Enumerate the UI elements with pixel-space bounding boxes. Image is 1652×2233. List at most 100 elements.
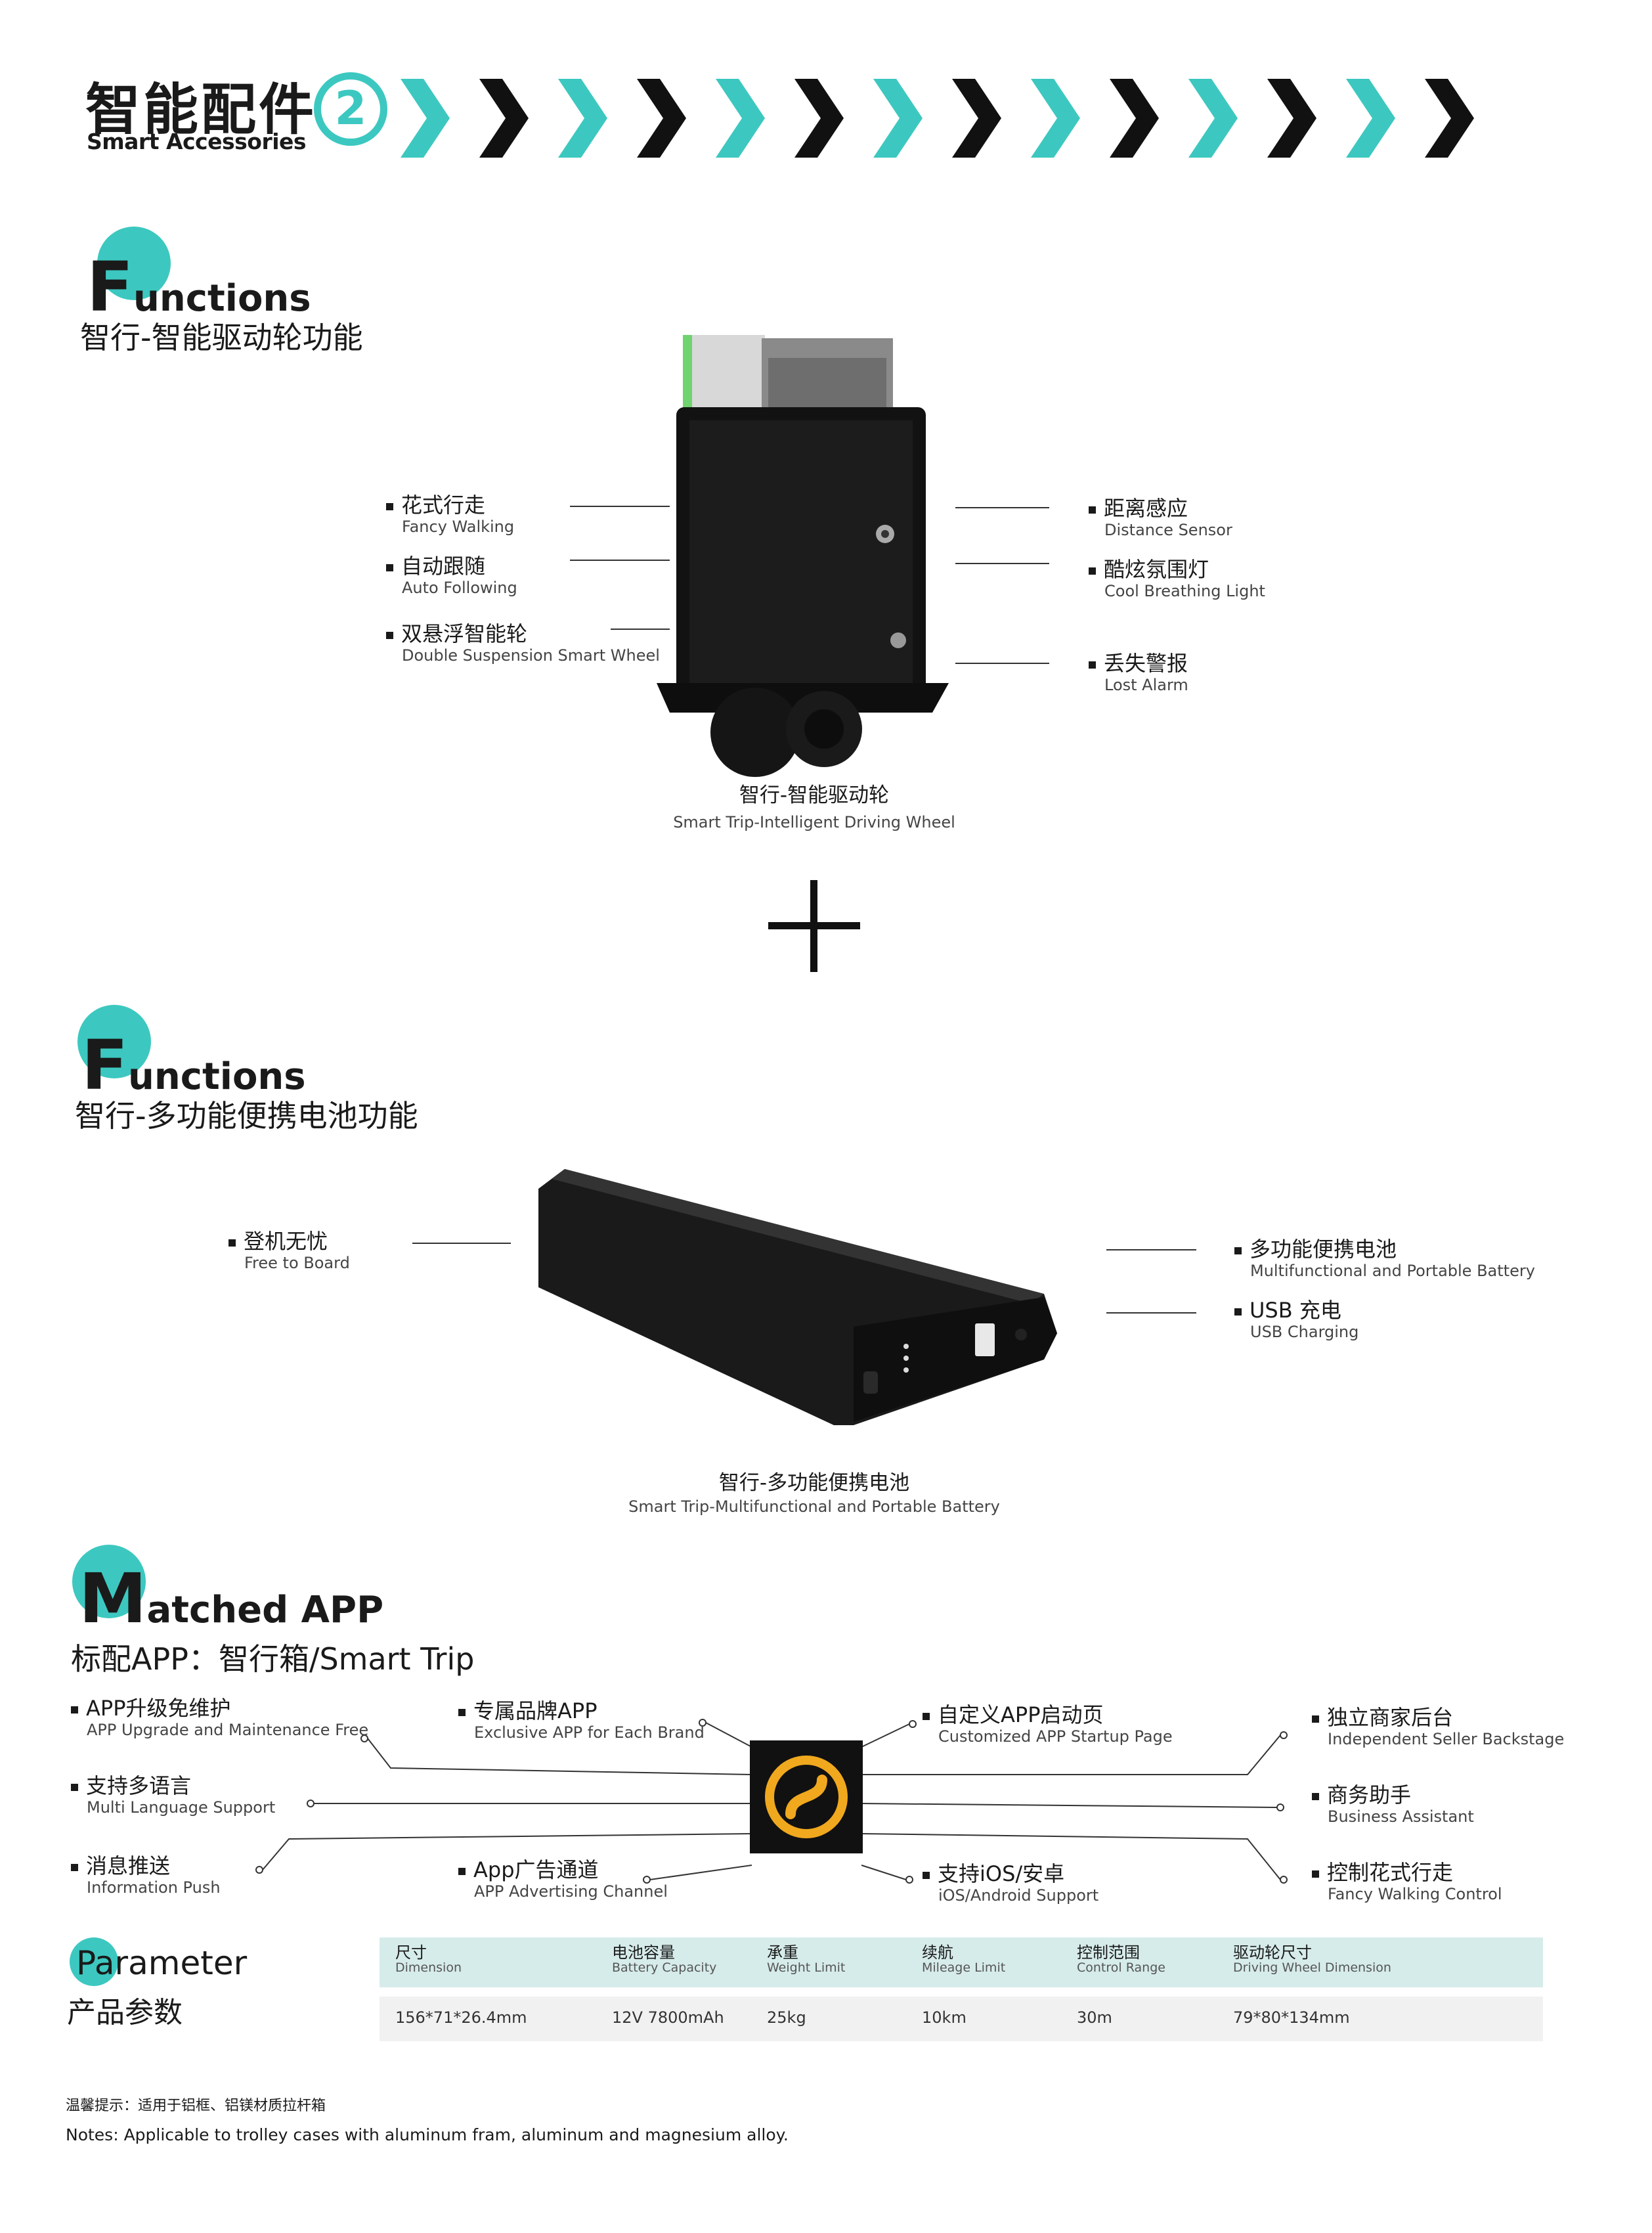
bullet-icon bbox=[228, 1239, 236, 1247]
feature-item: USB 充电 USB Charging bbox=[1234, 1298, 1359, 1341]
bullet-icon bbox=[71, 1863, 78, 1871]
feature-cn: 酷炫氛围灯 bbox=[1104, 557, 1209, 582]
app-feature-item: 自定义APP启动页 Customized APP Startup Page bbox=[923, 1703, 1173, 1746]
table-cell: 25kg bbox=[767, 2008, 806, 2027]
feature-cn: 商务助手 bbox=[1327, 1782, 1412, 1807]
app-feature-item: 独立商家后台 Independent Seller Backstage bbox=[1312, 1706, 1564, 1748]
header-cn: 承重 bbox=[767, 1943, 798, 1962]
feature-cn: 花式行走 bbox=[401, 493, 486, 518]
header-cn: 尺寸 bbox=[395, 1943, 427, 1962]
header-cn: 续航 bbox=[922, 1943, 953, 1962]
product-caption-cn: 智行-智能驱动轮 bbox=[739, 784, 890, 807]
feature-en: Information Push bbox=[87, 1878, 221, 1897]
chevron-icon bbox=[873, 79, 923, 158]
feature-en: Business Assistant bbox=[1328, 1807, 1474, 1826]
app-feature-item: 支持多语言 Multi Language Support bbox=[71, 1773, 276, 1817]
app-feature-item: 商务助手 Business Assistant bbox=[1312, 1782, 1474, 1826]
note-en: Notes: Applicable to trolley cases with … bbox=[66, 2125, 789, 2144]
section-heading: Functions bbox=[87, 253, 311, 321]
feature-en: Lost Alarm bbox=[1104, 676, 1188, 695]
section-number-badge: 2 bbox=[314, 72, 387, 146]
feature-en: Distance Sensor bbox=[1104, 521, 1232, 540]
feature-en: Auto Following bbox=[402, 579, 517, 598]
section-accent-circle bbox=[77, 1005, 151, 1078]
feature-cn: USB 充电 bbox=[1250, 1298, 1341, 1323]
feature-cn: App广告通道 bbox=[473, 1857, 599, 1882]
section-heading: Matched APP bbox=[79, 1564, 383, 1633]
feature-cn: 控制花式行走 bbox=[1327, 1860, 1454, 1885]
table-cell: 12V 7800mAh bbox=[612, 2008, 724, 2027]
app-feature-item: 专属品牌APP Exclusive APP for Each Brand bbox=[458, 1698, 705, 1742]
feature-en: Fancy Walking bbox=[402, 518, 515, 537]
feature-en: Double Suspension Smart Wheel bbox=[402, 646, 660, 665]
feature-item: 双悬浮智能轮 Double Suspension Smart Wheel bbox=[386, 621, 660, 665]
header-cn: 控制范围 bbox=[1077, 1943, 1140, 1962]
feature-cn: 独立商家后台 bbox=[1327, 1705, 1454, 1730]
app-connector-lines bbox=[255, 1719, 1288, 1884]
plus-icon bbox=[768, 880, 860, 972]
feature-en: iOS/Android Support bbox=[938, 1886, 1099, 1905]
feature-item: 距离感应 Distance Sensor bbox=[1089, 497, 1232, 539]
table-cell: 156*71*26.4mm bbox=[395, 2008, 527, 2027]
feature-item: 自动跟随 Auto Following bbox=[386, 554, 517, 598]
header-en: Mileage Limit bbox=[922, 1960, 1006, 1976]
feature-cn: 登机无忧 bbox=[244, 1229, 328, 1254]
leader-lines bbox=[412, 1243, 1196, 1314]
heading-rest: unctions bbox=[128, 1055, 306, 1098]
section-accent-circle bbox=[70, 1937, 118, 1986]
bullet-icon bbox=[1312, 1792, 1319, 1800]
heading-initial: F bbox=[81, 1025, 129, 1105]
product-caption-en: Smart Trip-Multifunctional and Portable … bbox=[628, 1497, 1000, 1516]
feature-cn: 支持多语言 bbox=[86, 1773, 192, 1798]
feature-en: Fancy Walking Control bbox=[1328, 1885, 1502, 1904]
chevron-icon bbox=[952, 79, 1001, 158]
bullet-icon bbox=[1089, 567, 1096, 575]
chevron-icon bbox=[637, 79, 686, 158]
feature-en: Free to Board bbox=[244, 1254, 350, 1273]
app-logo bbox=[750, 1740, 863, 1853]
feature-item: 丢失警报 Lost Alarm bbox=[1089, 652, 1188, 694]
feature-en: Customized APP Startup Page bbox=[938, 1727, 1173, 1746]
bullet-icon bbox=[1312, 1870, 1319, 1878]
section-accent-circle bbox=[97, 227, 171, 300]
header-en: Weight Limit bbox=[767, 1960, 846, 1976]
header-cn: 电池容量 bbox=[612, 1943, 675, 1962]
chevron-icon bbox=[1110, 79, 1159, 158]
bullet-icon bbox=[386, 502, 393, 510]
bullet-icon bbox=[1234, 1247, 1242, 1254]
feature-cn: 专属品牌APP bbox=[473, 1698, 598, 1723]
feature-en: Multi Language Support bbox=[87, 1798, 276, 1817]
chevron-icon bbox=[1188, 79, 1238, 158]
note-cn: 温馨提示：适用于铝框、铝镁材质拉杆箱 bbox=[66, 2098, 326, 2114]
heading-rest: unctions bbox=[133, 277, 311, 320]
bullet-icon bbox=[458, 1867, 466, 1875]
header-en: Driving Wheel Dimension bbox=[1233, 1960, 1391, 1976]
app-feature-item: 控制花式行走 Fancy Walking Control bbox=[1312, 1861, 1502, 1903]
bullet-icon bbox=[923, 1871, 930, 1879]
bullet-icon bbox=[923, 1712, 930, 1720]
bullet-icon bbox=[386, 564, 393, 571]
feature-en: APP Advertising Channel bbox=[474, 1882, 668, 1901]
bullet-icon bbox=[1312, 1715, 1319, 1723]
driving-wheel-image bbox=[657, 335, 949, 777]
table-cell: 10km bbox=[922, 2008, 967, 2027]
chevron-icon bbox=[1031, 79, 1080, 158]
parameter-table-header bbox=[380, 1937, 1543, 1987]
feature-item: 花式行走 Fancy Walking bbox=[386, 493, 515, 537]
chevron-icon bbox=[716, 79, 765, 158]
table-cell: 30m bbox=[1077, 2008, 1112, 2027]
chevron-icon bbox=[479, 79, 529, 158]
feature-cn: 丢失警报 bbox=[1104, 651, 1188, 676]
app-feature-item: APP升级免维护 APP Upgrade and Maintenance Fre… bbox=[71, 1696, 368, 1739]
feature-cn: 支持iOS/安卓 bbox=[938, 1861, 1065, 1886]
header-en: Dimension bbox=[395, 1960, 462, 1976]
section-accent-circle bbox=[72, 1545, 146, 1618]
feature-cn: 双悬浮智能轮 bbox=[401, 621, 528, 646]
app-feature-item: App广告通道 APP Advertising Channel bbox=[458, 1857, 668, 1901]
feature-cn: APP升级免维护 bbox=[86, 1696, 231, 1721]
